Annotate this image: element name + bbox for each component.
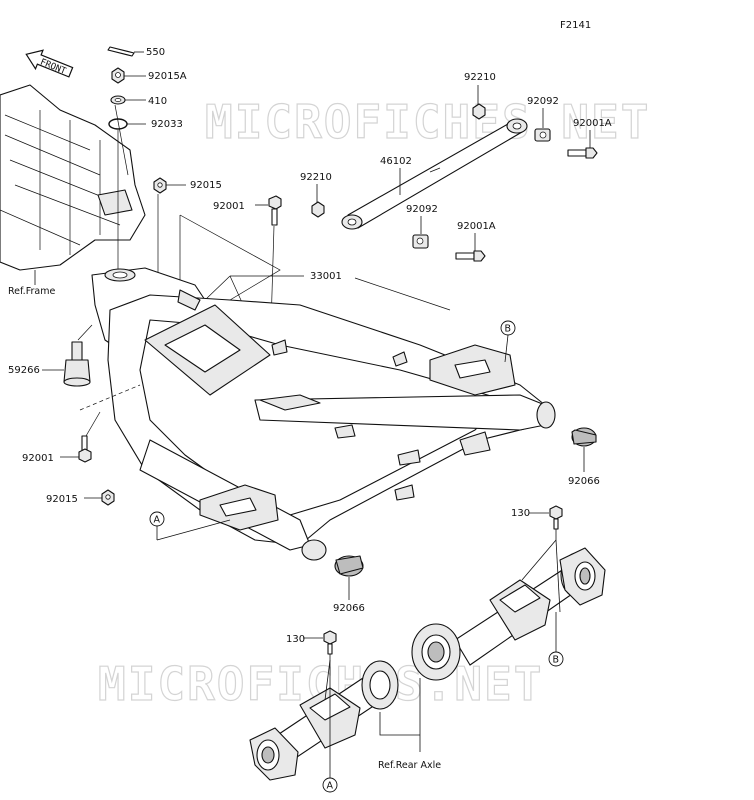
label-410: 410 [148,96,167,107]
label-92092-lower: 92092 [406,204,438,215]
nut-92015-top: 92015 [153,177,222,330]
collar-92092-upper: 92092 [527,96,559,142]
label-92015-top: 92015 [190,180,222,191]
label-550: 550 [146,47,165,58]
callout-b-bottom: B [548,612,564,667]
ref-frame-label: Ref.Frame [8,286,55,297]
nut-92015A: 92015A [111,67,187,84]
label-92015-left: 92015 [46,494,78,505]
label-92092-upper: 92092 [527,96,559,107]
label-92001A-lower: 92001A [457,221,496,232]
figure-code: F2141 [560,20,591,31]
collar-92092-lower: 92092 [406,204,438,249]
reference-frame-drawing: Ref.Frame [0,84,146,297]
rear-axle-housing-right [411,520,606,681]
callout-b-top-label: B [505,324,512,335]
label-46102: 46102 [380,156,412,167]
ref-rear-axle-label: Ref.Rear Axle [378,760,441,771]
label-130-left: 130 [286,634,305,645]
label-92210-lower: 92210 [300,172,332,183]
label-92001A-upper: 92001A [573,118,612,129]
rear-axle-housing-left [249,650,399,781]
front-arrow-icon: FRONT [25,49,74,78]
cotter-pin-550: 550 [107,46,165,58]
end-cap-92066-right: 92066 [536,401,600,487]
bolt-92001A-lower: 92001A [455,221,496,262]
callout-a-left: A [149,511,231,541]
label-59266: 59266 [8,365,40,376]
callout-a-bottom: A [322,770,338,793]
label-92001-left: 92001 [22,453,54,464]
circlip-92033: 92033 [108,118,183,270]
callout-a-bottom-label: A [327,781,334,792]
ref-rear-axle: Ref.Rear Axle [378,678,441,771]
nut-92210-upper: 92210 [464,72,496,120]
callout-a-left-label: A [154,515,161,526]
label-92001-top: 92001 [213,201,245,212]
watermark-top: MICROFICHES.NET [205,95,650,149]
bolt-130-right: 130 [511,505,563,530]
torque-rod-46102: 46102 [341,118,528,230]
bolt-130-left: 130 [286,630,337,655]
callout-b-top: B [500,320,516,363]
swingarm-33001 [79,267,546,551]
nut-92015-left: 92015 [46,489,115,506]
label-92015A: 92015A [148,71,187,82]
bumper-59266: 59266 [8,324,93,387]
bolt-92001A-upper: 92001A [567,118,612,159]
nut-92210-lower: 92210 [300,172,332,218]
label-92033: 92033 [151,119,183,130]
bolt-92001-left: 92001 [22,411,101,464]
end-cap-92066-bottom: 92066 [301,539,365,614]
label-92066-bottom: 92066 [333,603,365,614]
label-33001: 33001 [310,271,342,282]
callout-b-bottom-label: B [553,655,560,666]
label-130-right: 130 [511,508,530,519]
label-92066-right: 92066 [568,476,600,487]
washer-410: 410 [110,95,167,107]
label-92210-upper: 92210 [464,72,496,83]
